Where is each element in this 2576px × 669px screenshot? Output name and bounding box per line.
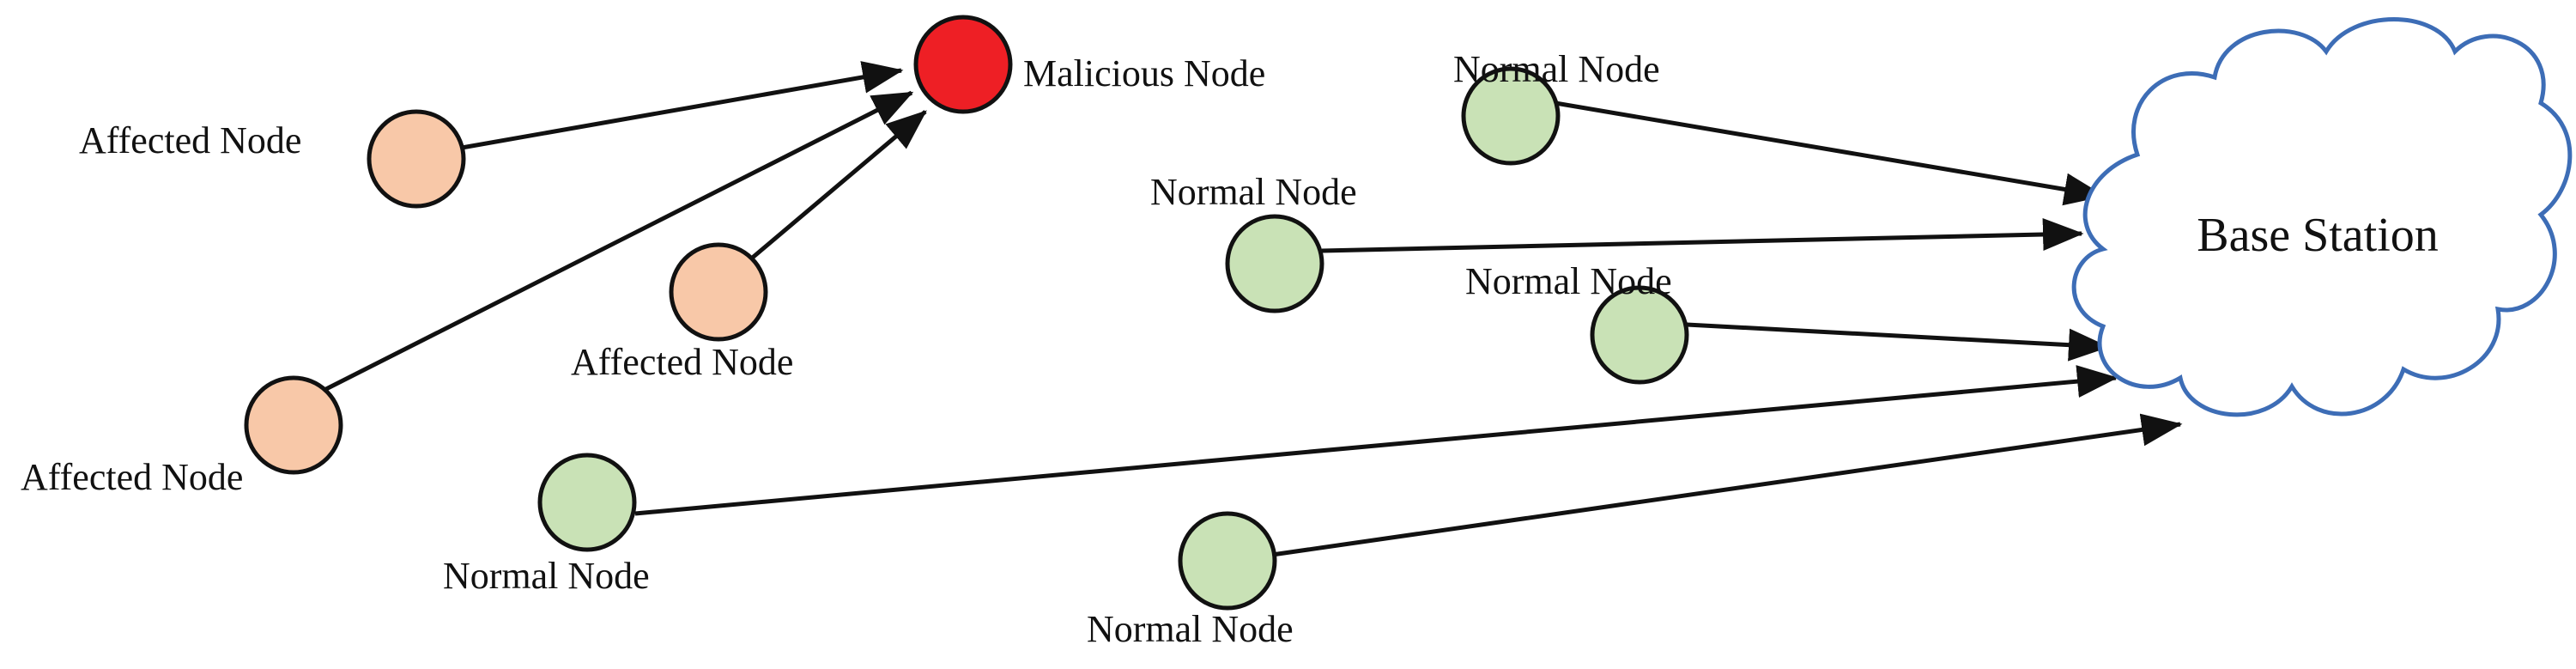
normal-node-circle — [1590, 285, 1689, 385]
affected-node-label: Affected Node — [21, 456, 243, 498]
base-station-cloud: Base Station — [2071, 17, 2573, 417]
edge-normal-4-to-base-station — [634, 365, 2118, 516]
affected-node-circle — [367, 109, 466, 209]
edge-affected-3-to-malicious — [748, 110, 927, 262]
normal-node-circle — [1461, 66, 1561, 166]
base-station-label: Base Station — [2197, 209, 2439, 262]
normal-node-label: Normal Node — [1087, 608, 1294, 650]
edge-normal-2-to-base-station — [1321, 218, 2084, 253]
normal-node-label: Normal Node — [443, 555, 650, 597]
edge-normal-1-to-base-station — [1555, 100, 2106, 206]
normal-node-4: Normal Node — [443, 453, 650, 597]
cloud-icon — [2071, 17, 2573, 417]
normal-node-1: Normal Node — [1453, 48, 1660, 166]
edge-affected-2-to-malicious — [323, 90, 914, 392]
malicious-node-circle — [913, 15, 1013, 114]
malicious-node: Malicious Node — [913, 15, 1265, 114]
affected-node-2: Affected Node — [21, 375, 343, 498]
normal-node-label: Normal Node — [1453, 48, 1660, 90]
edge-normal-5-to-base-station — [1271, 413, 2183, 557]
affected-node-3: Affected Node — [571, 242, 793, 383]
affected-node-label: Affected Node — [79, 119, 301, 161]
edge-affected-1-to-malicious — [461, 61, 904, 150]
normal-node-2: Normal Node — [1150, 171, 1357, 313]
malicious-node-label: Malicious Node — [1023, 52, 1265, 94]
normal-node-label: Normal Node — [1465, 260, 1672, 302]
normal-node-label: Normal Node — [1150, 171, 1357, 213]
affected-node-circle — [244, 375, 343, 475]
normal-node-5: Normal Node — [1087, 511, 1294, 650]
edge-normal-3-to-base-station — [1686, 322, 2110, 362]
edges — [323, 61, 2183, 557]
normal-node-circle — [1225, 214, 1324, 313]
affected-node-label: Affected Node — [571, 341, 793, 383]
normal-node-3: Normal Node — [1465, 260, 1689, 385]
affected-node-circle — [669, 242, 768, 342]
normal-node-circle — [1178, 511, 1277, 611]
normal-node-circle — [537, 453, 637, 552]
affected-node-1: Affected Node — [79, 109, 466, 209]
